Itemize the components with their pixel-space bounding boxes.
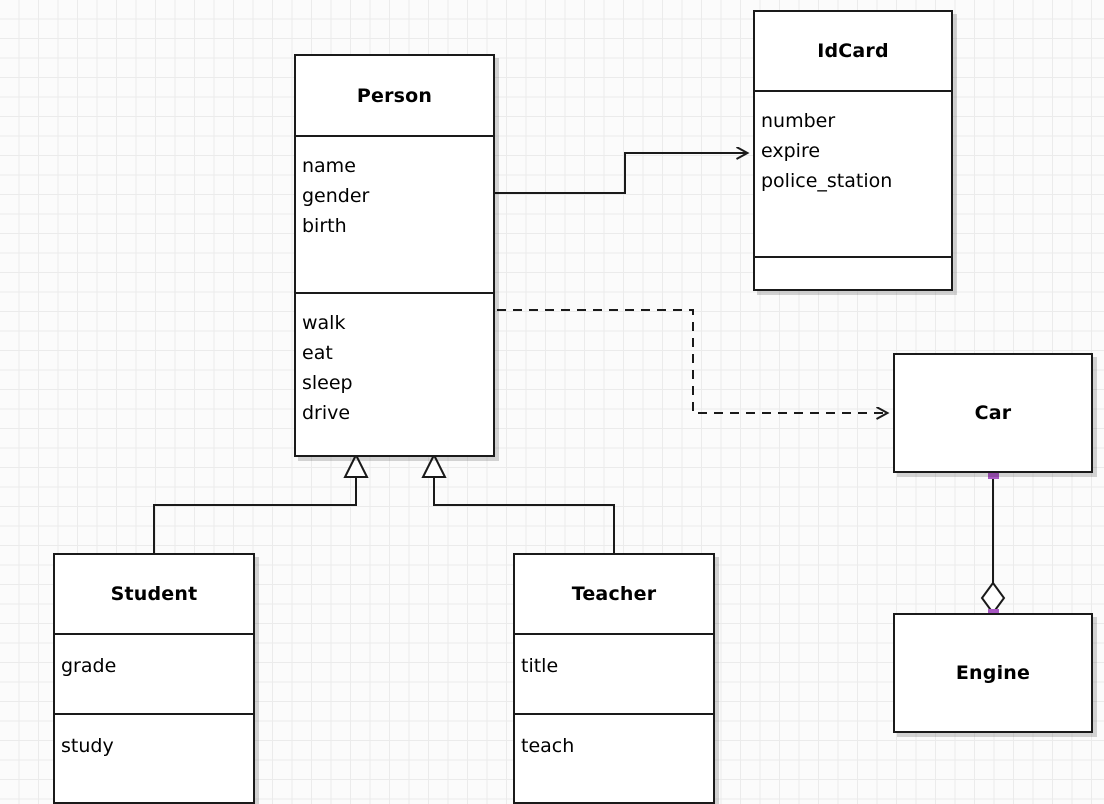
class-box-idcard[interactable]: IdCard number expire police_station: [753, 10, 953, 291]
attribute-item: name: [302, 155, 356, 177]
class-name-idcard: IdCard: [817, 40, 889, 62]
method-item: drive: [302, 402, 351, 424]
class-box-person[interactable]: Person name gender birth walk eat sleep …: [294, 54, 495, 457]
class-box-car[interactable]: Car: [893, 353, 1093, 473]
class-box-student[interactable]: Student grade study: [53, 553, 255, 804]
class-title-idcard: IdCard: [755, 12, 951, 90]
attribute-item: number: [761, 110, 836, 132]
class-title-car: Car: [895, 355, 1091, 471]
class-name-engine: Engine: [955, 662, 1031, 684]
class-title-teacher: Teacher: [515, 555, 713, 633]
class-name-teacher: Teacher: [571, 583, 657, 605]
method-item: sleep: [302, 372, 353, 394]
inheritance-triangle-student: [343, 452, 369, 478]
method-item: teach: [521, 735, 575, 757]
attribute-item: gender: [302, 185, 370, 207]
attribute-item: title: [521, 655, 559, 677]
connector-person-car[interactable]: [497, 309, 887, 413]
class-name-car: Car: [974, 402, 1012, 424]
class-attributes-person: name gender birth: [296, 135, 493, 292]
class-methods-teacher: teach: [515, 713, 713, 802]
class-title-student: Student: [55, 555, 253, 633]
class-methods-person: walk eat sleep drive: [296, 292, 493, 455]
class-title-person: Person: [296, 56, 493, 135]
class-name-person: Person: [356, 84, 433, 107]
connector-teacher-person[interactable]: [421, 452, 615, 553]
class-title-engine: Engine: [895, 615, 1091, 731]
class-attributes-student: grade: [55, 633, 253, 713]
class-attributes-idcard: number expire police_station: [755, 90, 951, 256]
method-item: study: [61, 735, 114, 757]
class-box-teacher[interactable]: Teacher title teach: [513, 553, 715, 804]
attribute-item: expire: [761, 140, 821, 162]
attribute-item: grade: [61, 655, 117, 677]
method-item: eat: [302, 342, 333, 364]
class-name-student: Student: [110, 583, 198, 605]
connector-student-person[interactable]: [153, 452, 369, 553]
attribute-item: police_station: [761, 170, 893, 192]
class-methods-idcard: [755, 256, 951, 289]
class-methods-student: study: [55, 713, 253, 802]
connector-person-idcard[interactable]: [495, 153, 747, 194]
connector-handle-car-end[interactable]: [987, 467, 999, 479]
class-box-engine[interactable]: Engine: [893, 613, 1093, 733]
method-item: walk: [302, 312, 346, 334]
connector-car-engine[interactable]: [980, 473, 1006, 615]
class-attributes-teacher: title: [515, 633, 713, 713]
attribute-item: birth: [302, 215, 347, 237]
inheritance-triangle-teacher: [421, 452, 447, 478]
